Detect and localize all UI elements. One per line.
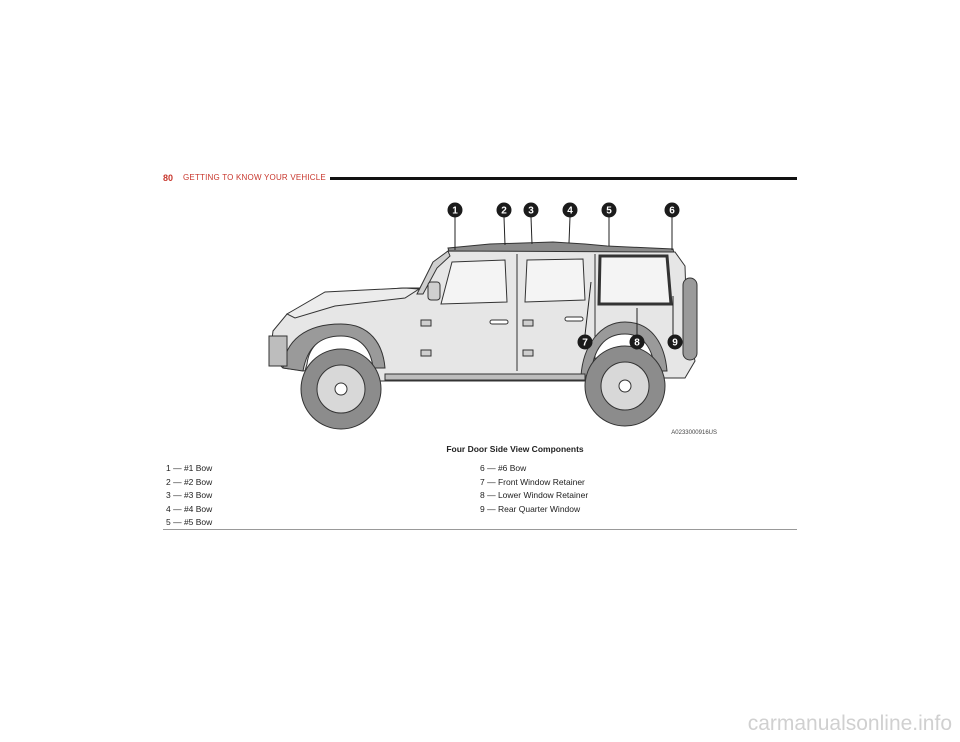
legend-item: 2 — #2 Bow — [166, 476, 213, 487]
side-mirror — [427, 281, 441, 301]
legend-item: 8 — Lower Window Retainer — [480, 490, 589, 500]
section-title: GETTING TO KNOW YOUR VEHICLE — [183, 173, 326, 182]
callout-3: 3 — [523, 202, 539, 218]
legend-rule — [163, 529, 797, 530]
svg-text:6: 6 — [669, 206, 675, 217]
svg-text:2: 2 — [501, 206, 507, 217]
hinge — [420, 349, 432, 357]
callout-7: 7 — [577, 334, 593, 350]
windshield-frame — [416, 250, 451, 295]
legend-item: 5 — #5 Bow — [166, 517, 213, 527]
svg-text:3: 3 — [528, 206, 534, 217]
legend-item: 3 — #3 Bow — [166, 490, 213, 500]
front-wheel — [300, 348, 382, 430]
legend-item: 6 — #6 Bow — [480, 463, 527, 473]
front-door-handle — [489, 319, 509, 325]
watermark: carmanualsonline.info — [747, 712, 952, 735]
callout-9: 9 — [667, 334, 683, 350]
figure-code: A0233000916US — [671, 430, 717, 436]
rocker-panel — [384, 373, 586, 381]
front-fender-flare — [282, 323, 386, 372]
callout-8: 8 — [629, 334, 645, 350]
svg-text:1: 1 — [452, 206, 458, 217]
rear-door-window — [524, 258, 586, 303]
header-rule — [330, 177, 797, 180]
page-number: 80 — [163, 173, 174, 183]
hinge — [522, 319, 534, 327]
callout-5: 5 — [601, 202, 617, 218]
legend-item: 4 — #4 Bow — [166, 503, 213, 514]
legend-item: 7 — Front Window Retainer — [480, 476, 585, 487]
callout-leaders — [454, 216, 674, 336]
spare-tire — [682, 277, 698, 361]
front-grille — [268, 335, 288, 367]
svg-text:9: 9 — [672, 338, 678, 349]
legend-item: 1 — #1 Bow — [166, 463, 213, 473]
callout-1: 1 — [447, 202, 463, 218]
vehicle-body — [268, 241, 698, 382]
hinge — [522, 349, 534, 357]
hinge — [420, 319, 432, 327]
svg-text:7: 7 — [582, 338, 588, 349]
rear-wheel — [584, 345, 666, 427]
legend-column-right: 6 — #6 Bow 7 — Front Window Retainer 8 —… — [480, 462, 588, 516]
callout-2: 2 — [496, 202, 512, 218]
figure-caption: Four Door Side View Components — [446, 444, 584, 454]
legend-column-left: 1 — #1 Bow 2 — #2 Bow 3 — #3 Bow 4 — #4 … — [166, 462, 212, 530]
callout-6: 6 — [664, 202, 680, 218]
vehicle-side-view-svg: 1 2 3 4 5 6 7 8 9 A0233000916US — [268, 202, 717, 436]
callout-4: 4 — [562, 202, 578, 218]
hood — [285, 287, 421, 319]
rear-fender-flare — [580, 321, 668, 377]
svg-text:8: 8 — [634, 338, 640, 349]
front-door-window — [440, 259, 508, 305]
page-header: 80 GETTING TO KNOW YOUR VEHICLE — [163, 172, 797, 184]
rear-quarter-window — [597, 254, 673, 306]
svg-text:4: 4 — [567, 206, 573, 217]
svg-text:5: 5 — [606, 206, 612, 217]
rear-door-handle — [564, 316, 584, 322]
vehicle-illustration: 1 2 3 4 5 6 7 8 9 A0233000916US — [255, 196, 725, 438]
legend-item: 9 — Rear Quarter Window — [480, 503, 581, 514]
